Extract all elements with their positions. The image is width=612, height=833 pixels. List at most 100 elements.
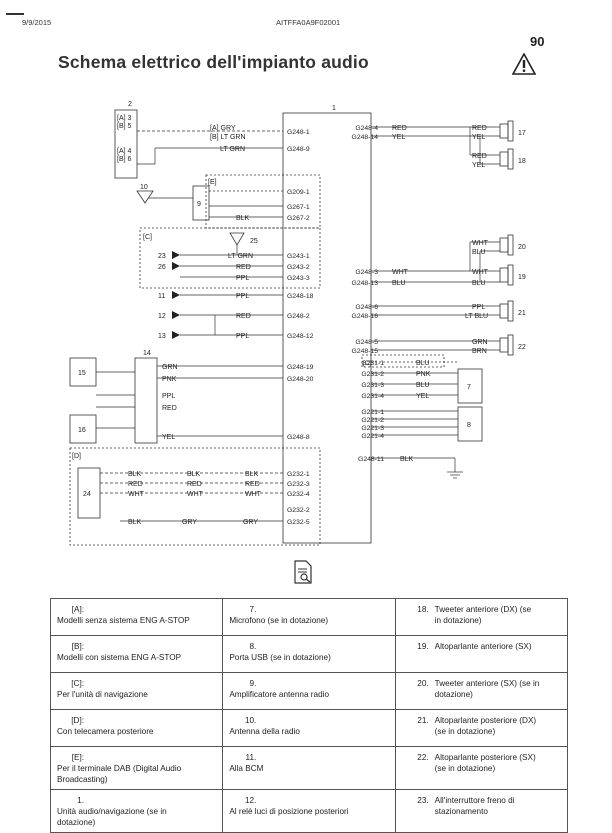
label-component-20: 20: [518, 244, 526, 251]
document-icon: [294, 560, 312, 584]
legend-cell: 7.Microfono (se in dotazione): [222, 598, 396, 636]
wire-pnk-r9: PNK: [416, 371, 431, 378]
label-component-1: 1: [332, 105, 336, 112]
legend-text: Alla BCM: [229, 764, 264, 774]
conn-g248-3: G248-3: [355, 269, 378, 276]
conn-g231-4: G231-4: [361, 393, 384, 400]
legend-text: Porta USB (se in dotazione): [229, 653, 331, 663]
wire-ppl-243: PPL: [236, 275, 249, 282]
wire-blk-d3: BLK: [245, 471, 259, 478]
conn-g221-1: G221-1: [361, 409, 384, 416]
legend-text: Tweeter anteriore (DX) (se in dotazione): [434, 605, 532, 626]
page-title: Schema elettrico dell'impianto audio: [58, 52, 369, 72]
conn-g231-1: G231-1: [361, 360, 384, 367]
wire-blk-d2: BLK: [187, 471, 201, 478]
legend-text: Tweeter anteriore (SX) (se in dotazione): [434, 679, 540, 700]
legend-key: [B]:: [71, 642, 84, 651]
label-component-21: 21: [518, 310, 526, 317]
conn-g248-13: G248-13: [352, 280, 379, 287]
label-component-23: 23: [158, 253, 166, 260]
legend-cell: 8.Porta USB (se in dotazione): [222, 635, 396, 673]
conn-g232-1: G232-1: [287, 471, 310, 478]
conn-g248-14: G248-14: [352, 134, 379, 141]
legend-cell: [B]:Modelli con sistema ENG A-STOP: [49, 635, 224, 673]
legend-text: Antenna della radio: [229, 727, 300, 737]
box-label-d: [D]: [72, 453, 81, 460]
legend-cell: [E]:Per il terminale DAB (Digital Audio …: [49, 745, 224, 791]
legend-cell: 21. Altoparlante posteriore (DX) (se in d…: [394, 709, 569, 747]
conn-g232-2: G232-2: [287, 507, 310, 514]
wiring-diagram: 1 2 [A] 3 [B] 5 [A] 4 [B] 6 [A] GRY [B] …: [69, 101, 526, 546]
box-label-c-small: [C]: [363, 360, 372, 367]
page-number: 90: [530, 34, 545, 49]
wire-a-gry: [A] GRY: [210, 125, 236, 132]
wire-ppl-18: PPL: [236, 293, 249, 300]
label-component-12: 12: [158, 313, 166, 320]
label-component-9: 9: [197, 201, 201, 208]
label-component-18: 18: [518, 158, 526, 165]
conn-g232-4: G232-4: [287, 491, 310, 498]
legend-text: Con telecamera posteriore: [57, 727, 154, 737]
legend-key: 19.: [417, 642, 429, 651]
legend-cell: 1.Unità audio/navigazione (se in dotazio…: [49, 789, 224, 833]
wire-grn-r8: GRN: [472, 339, 488, 346]
wire-ppl-14: PPL: [162, 393, 175, 400]
wire-yel-r10: YEL: [416, 393, 429, 400]
wire-red-r2: RED: [472, 125, 487, 132]
legend-cell: 18. Tweeter anteriore (DX) (se in dotazio…: [394, 598, 569, 636]
conn-g221-2: G221-2: [361, 417, 384, 424]
label-component-10: 10: [140, 184, 148, 191]
conn-g232-5: G232-5: [287, 519, 310, 526]
legend-key: 18.: [417, 605, 429, 614]
legend-text: Altoparlante posteriore (DX) (se in dota…: [434, 716, 537, 737]
wire-red-243: RED: [236, 264, 251, 271]
legend-key: [D]:: [71, 716, 84, 725]
box-label-c: [C]: [143, 234, 152, 241]
wire-red-d2: RED: [187, 481, 202, 488]
conn-g243-1: G243-1: [287, 253, 310, 260]
wire-ppl-r7: PPL: [472, 304, 485, 311]
wire-blu-r4: BLU: [472, 249, 486, 256]
legend-cell: [A]:Modelli senza sistema ENG A-STOP: [49, 598, 224, 636]
legend-cell: 19. Altoparlante anteriore (SX): [394, 635, 569, 673]
conn-g243-2: G243-2: [287, 264, 310, 271]
label-component-17: 17: [518, 130, 526, 137]
wire-grn-14: GRN: [162, 364, 178, 371]
wire-b-ltgrn: [B] LT GRN: [210, 134, 246, 141]
wire-wht-d2: WHT: [187, 491, 204, 498]
label-component-22: 22: [518, 344, 526, 351]
legend-text: All'interruttore freno di stazionamento: [434, 796, 515, 817]
wire-pnk-14: PNK: [162, 376, 177, 383]
header-mark: [6, 13, 24, 15]
label-component-25: 25: [250, 238, 258, 245]
conn-g248-9: G248-9: [287, 146, 310, 153]
wire-yel-14: YEL: [162, 434, 175, 441]
label-component-8: 8: [467, 422, 471, 429]
box-label-e: [E]: [208, 179, 217, 186]
label-component-19: 19: [518, 274, 526, 281]
conn-g231-3: G231-3: [361, 382, 384, 389]
wire-gry-d4: GRY: [182, 519, 197, 526]
wire-red-d3: RED: [245, 481, 260, 488]
conn-g248-5: G248-5: [355, 339, 378, 346]
label-component-15: 15: [78, 370, 86, 377]
legend-key: 12.: [244, 796, 257, 806]
legend-cell: 9.Amplificatore antenna radio: [222, 672, 396, 710]
legend-text: Microfono (se in dotazione): [229, 616, 329, 626]
conn-g248-19: G248-19: [287, 364, 314, 371]
label-component-2: 2: [128, 101, 132, 108]
wire-wht-r4: WHT: [472, 240, 489, 247]
wire-blu-r6: BLU: [472, 280, 486, 287]
legend-text: Al relè luci di posizione posteriori: [229, 807, 349, 817]
wire-gry-d5: GRY: [243, 519, 258, 526]
legend-key: [E]:: [71, 753, 84, 762]
header-doc-code: AITFFA0A9F02001: [276, 18, 341, 27]
wire-yel-r1: YEL: [392, 134, 405, 141]
legend-text: Altoparlante anteriore (SX): [434, 642, 532, 651]
legend-cell: 23.All'interruttore freno di stazionamen…: [394, 789, 569, 833]
conn-g232-3: G232-3: [287, 481, 310, 488]
legend-key: 21.: [417, 716, 429, 725]
